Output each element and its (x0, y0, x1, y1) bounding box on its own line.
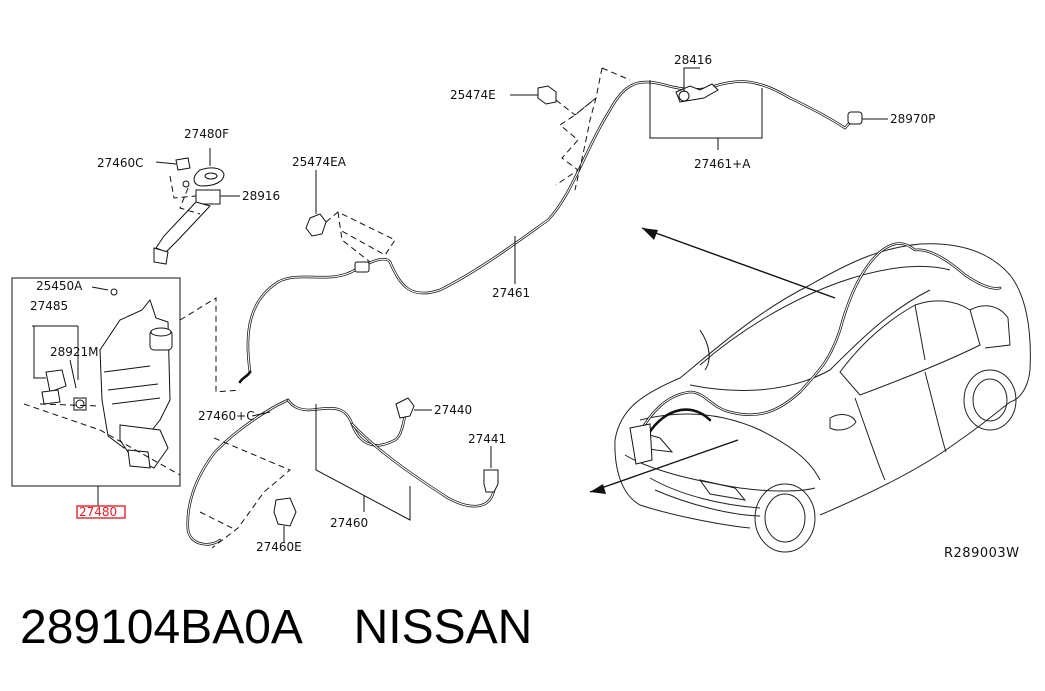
part-caption: 289104BA0A NISSAN (20, 598, 532, 658)
label-25474EA: 25474EA (292, 155, 347, 169)
vehicle-illustration (614, 242, 1031, 553)
label-27460E: 27460E (256, 540, 302, 554)
bracket-27461A: 27461+A (649, 80, 763, 171)
clip-25474EA: 25474EA (292, 155, 396, 263)
direction-arrows (589, 227, 836, 494)
nozzle-27440: 27440 (395, 397, 472, 419)
label-25450A: 25450A (36, 279, 83, 293)
label-27441: 27441 (468, 432, 506, 446)
label-27460C2: 27460+C (198, 409, 255, 423)
clip-27460E: 27460E (256, 497, 302, 554)
bracket-27460: 27460 (315, 404, 411, 530)
filler-neck-assembly: 27480F 28916 27460C (97, 127, 280, 265)
label-27461A: 27461+A (694, 157, 751, 171)
dashed-route-tank (179, 297, 241, 393)
part-number: 289104BA0A (20, 601, 301, 654)
label-28970P: 28970P (890, 112, 935, 126)
label-25474E: 25474E (450, 88, 496, 102)
label-27480: 27480 (79, 505, 117, 519)
label-27460: 27460 (330, 516, 368, 530)
label-28916: 28916 (242, 189, 280, 203)
label-28416: 28416 (674, 53, 712, 67)
hose-connector (354, 261, 370, 273)
joint-28416: 28416 (674, 53, 719, 103)
label-27460C: 27460C (97, 156, 144, 170)
label-27461: 27461 (492, 286, 530, 300)
hose-27460 (186, 398, 496, 546)
clip-25474E: 25474E (450, 67, 631, 191)
brand-name: NISSAN (353, 601, 533, 654)
reservoir-box: 25450A 27485 28921M 27480 (11, 277, 181, 519)
label-28921M: 28921M (50, 345, 99, 359)
nozzle-28970P: 28970P (847, 111, 935, 126)
label-27480F: 27480F (184, 127, 229, 141)
diagram-reference-code: R289003W (944, 546, 1020, 561)
nozzle-27441: 27441 (468, 432, 506, 493)
label-27440: 27440 (434, 403, 472, 417)
label-27485: 27485 (30, 299, 68, 313)
caption-gap (300, 601, 353, 654)
hose-27461 (238, 80, 860, 384)
